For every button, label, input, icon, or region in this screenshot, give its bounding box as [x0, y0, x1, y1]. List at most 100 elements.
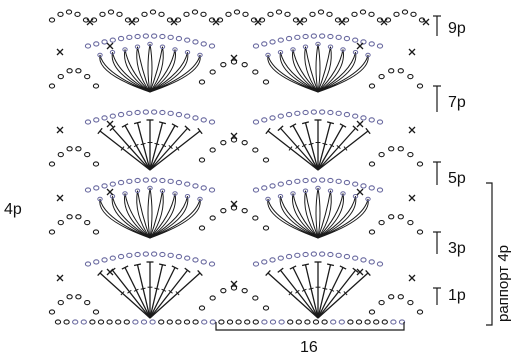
chain-stitch — [253, 188, 258, 192]
single-crochet — [409, 127, 415, 133]
single-crochet — [107, 269, 113, 275]
chain-stitch — [295, 35, 300, 39]
chain-stitch — [118, 36, 123, 40]
chain-stitch — [311, 110, 316, 114]
chain-stitch — [98, 320, 103, 324]
double-crochet — [318, 273, 368, 318]
chain-stitch — [408, 300, 413, 304]
chain-stitch — [344, 254, 349, 258]
chain-stitch — [361, 184, 366, 188]
chain-stitch — [398, 147, 403, 151]
single-crochet — [409, 275, 415, 281]
puff-stitch — [316, 188, 320, 238]
stitch-top — [134, 264, 141, 266]
chain-stitch — [286, 254, 291, 258]
chain-stitch — [184, 12, 189, 16]
chain-stitch — [118, 254, 123, 258]
chain-stitch — [67, 147, 72, 151]
chain-stitch — [201, 260, 206, 264]
chain-stitch — [221, 209, 226, 213]
chain-stitch — [270, 184, 275, 188]
chain-stitch — [360, 10, 365, 14]
puff-stitch — [148, 44, 152, 92]
chain-stitch — [152, 34, 157, 38]
row-label-5: 5р — [448, 170, 466, 187]
chain-stitch — [67, 295, 72, 299]
chain-stitch — [262, 260, 267, 264]
stitch-bar — [309, 288, 314, 289]
chain-stitch — [81, 320, 86, 324]
chain-stitch — [263, 306, 268, 310]
chain-stitch — [320, 110, 325, 114]
chain-stitch — [286, 112, 291, 116]
chain-stitch — [210, 320, 215, 324]
chain-stitch — [328, 110, 333, 114]
chain-stitch — [85, 300, 90, 304]
chain-stitch — [417, 310, 422, 314]
chain-stitch — [160, 34, 165, 38]
chain-stitch — [253, 216, 258, 220]
chain-stitch — [221, 141, 226, 145]
chain-stitch — [320, 34, 325, 38]
chain-stitch — [242, 63, 247, 67]
chain-stitch — [353, 256, 358, 260]
stitch-bar — [309, 143, 314, 144]
chain-stitch — [209, 44, 214, 48]
chain-stitch — [185, 114, 190, 118]
chain-stitch — [152, 252, 157, 256]
chain-stitch — [377, 262, 382, 266]
stitch-top — [302, 122, 309, 124]
chain-stitch — [328, 178, 333, 182]
chain-stitch — [176, 254, 181, 258]
chain-stitch — [296, 320, 301, 324]
stitch-bar — [141, 288, 146, 289]
chain-stitch — [379, 74, 384, 78]
chain-stitch — [336, 179, 341, 183]
chain-stitch — [288, 320, 293, 324]
chain-stitch — [193, 40, 198, 44]
chain-stitch — [127, 179, 132, 183]
chain-stitch — [408, 220, 413, 224]
chain-stitch — [85, 220, 90, 224]
chain-stitch — [276, 10, 281, 14]
single-crochet — [57, 127, 63, 133]
chain-stitch — [303, 34, 308, 38]
chain-stitch — [253, 148, 258, 152]
chain-stitch — [118, 112, 123, 116]
chain-stitch — [253, 320, 258, 324]
chain-stitch — [76, 215, 81, 219]
chain-stitch — [245, 320, 250, 324]
chain-stitch — [168, 253, 173, 257]
chain-stitch — [408, 74, 413, 78]
chain-stitch — [221, 289, 226, 293]
chain-stitch — [369, 42, 374, 46]
chain-stitch — [253, 120, 258, 124]
chain-stitch — [210, 216, 215, 220]
chain-stitch — [76, 69, 81, 73]
chain-stitch — [210, 296, 215, 300]
chain-stitch — [110, 114, 115, 118]
chain-stitch — [243, 12, 248, 16]
chain-stitch — [168, 111, 173, 115]
chain-stitch — [263, 226, 268, 230]
chain-stitch — [219, 320, 224, 324]
stitch-bar — [155, 143, 160, 144]
chain-stitch — [369, 12, 374, 16]
double-crochet — [150, 131, 200, 170]
stitch-bar — [141, 143, 146, 144]
chain-stitch — [210, 148, 215, 152]
single-crochet — [107, 43, 113, 49]
chain-stitch — [127, 253, 132, 257]
chain-stitch — [286, 36, 291, 40]
row-markers — [433, 16, 441, 305]
chain-stitch — [322, 320, 327, 324]
chain-stitch — [133, 320, 138, 324]
puff-stitch — [148, 188, 152, 238]
chain-stitch — [286, 180, 291, 184]
chain-stitch — [73, 320, 78, 324]
chain-stitch — [185, 182, 190, 186]
chain-stitch — [85, 188, 90, 192]
chain-stitch — [242, 289, 247, 293]
chain-stitch — [268, 12, 273, 16]
